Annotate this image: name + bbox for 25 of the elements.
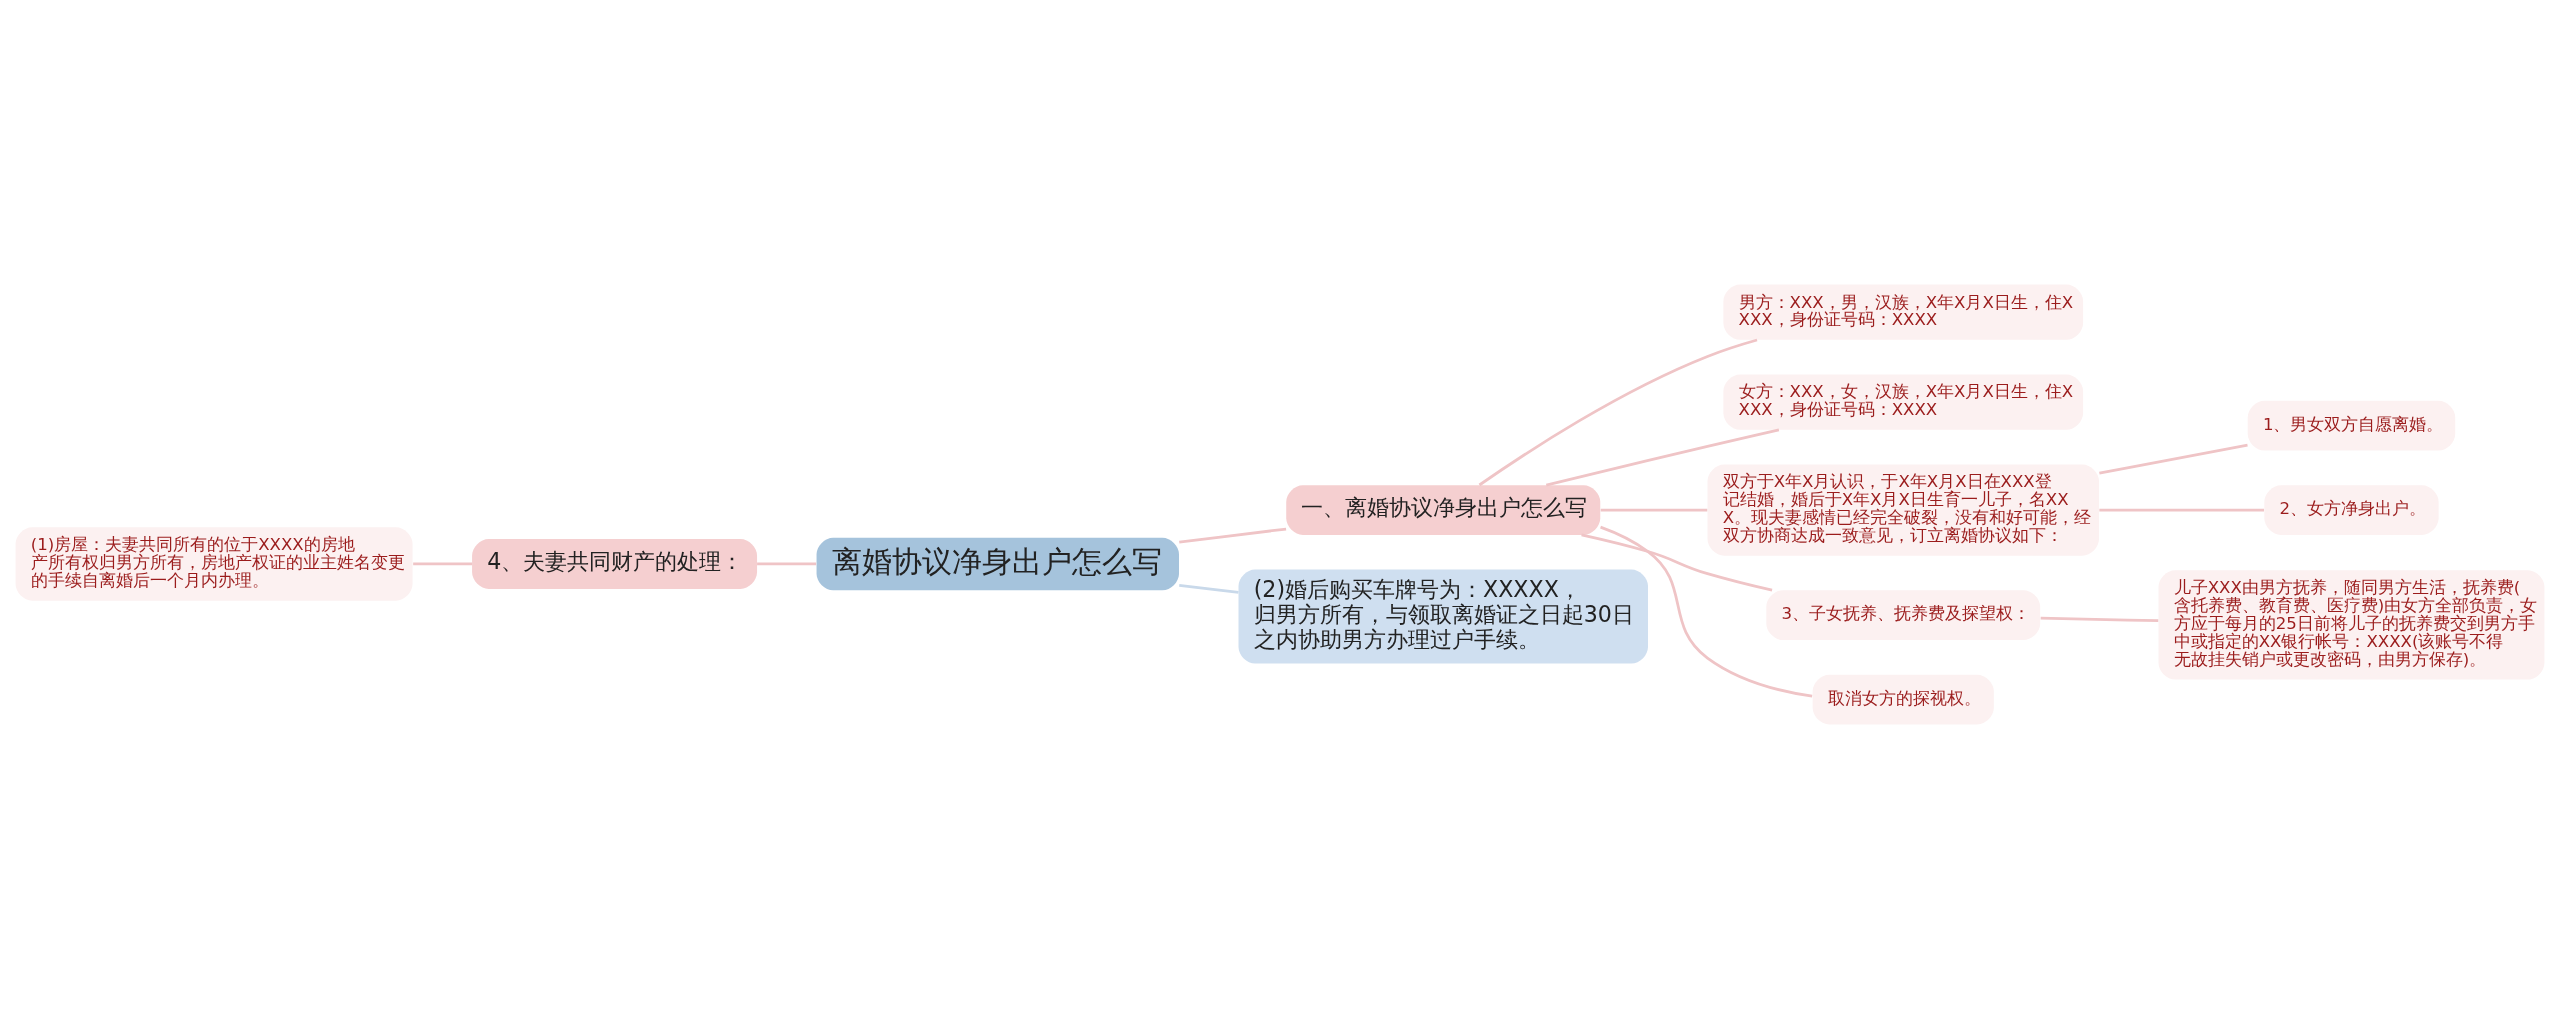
connector [1600,508,1708,512]
connector [2099,508,2264,512]
connector [413,562,473,566]
node-box: 离婚协议净身出户怎么写 [816,537,1179,591]
connector [757,562,817,566]
connector [1179,584,1239,594]
connector [1581,533,1773,592]
connector [2099,443,2248,475]
node-box: 1、男女双方自愿离婚。 [2247,400,2456,451]
node-box: 双方于X年X月认识，于X年X月X日在XXX登记结婚，婚后于X年X月X日生育一儿子，名XXX。现夫妻感情已经完全破裂，没有和好可能，经双方协商达成一致意见，订立离婚协议如下： [1707,464,2099,556]
node-box: 2、女方净身出户。 [2264,485,2439,535]
connector [1600,525,1813,698]
node-box: 3、子女抚养、抚养费及探望权： [1766,590,2041,641]
node-box: 男方：XXX，男，汉族，X年X月X日生，住XXXX，身份证号码：XXXX [1723,284,2084,340]
connector [1179,527,1287,544]
node-box: 一、离婚协议净身出户怎么写 [1286,485,1601,535]
node-box: 4、夫妻共同财产的处理： [472,539,758,589]
connector [2040,616,2159,623]
connector [1545,428,1780,487]
node-box: (2)婚后购买车牌号为：XXXXX，归男方所有，与领取离婚证之日起30日之内协助男方办理过户手续。 [1238,569,1648,664]
node-box: 女方：XXX，女，汉族，X年X月X日生，住XXXX，身份证号码：XXXX [1723,374,2084,430]
node-box: 儿子XXX由男方抚养，随同男方生活，抚养费(含托养费、教育费、医疗费)由女方全部负责，女方应于每月的25日前将儿子的抚养费交到男方手中或指定的XX银行帐号：XXXX(该账号不得无故挂失销户或更改密码，由男方保存)。 [2158,570,2545,680]
node-box: (1)房屋：夫妻共同所有的位于XXXX的房地产所有权归男方所有，房地产权证的业主姓名变更的手续自离婚后一个月内办理。 [15,527,413,601]
node-box: 取消女方的探视权。 [1812,674,1994,725]
connector [1478,338,1758,487]
